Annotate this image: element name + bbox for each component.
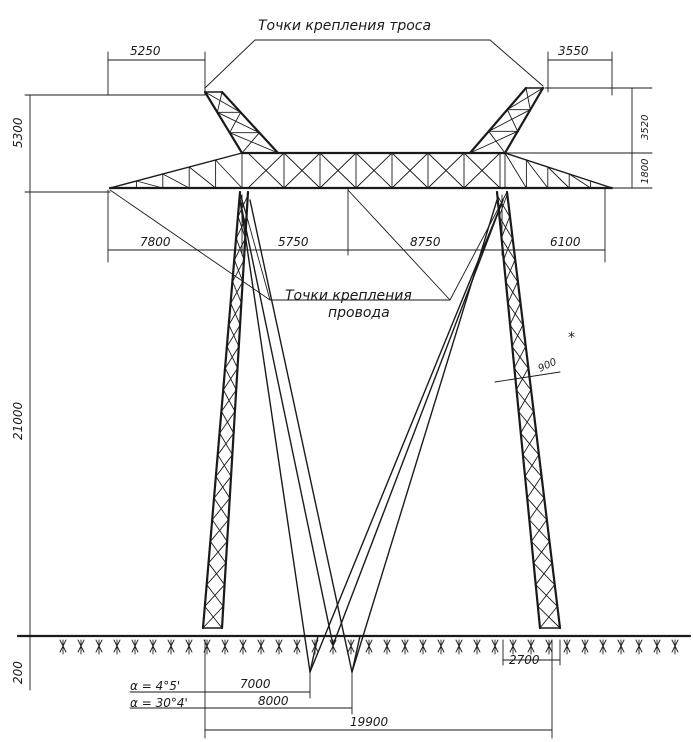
angle-alpha-1: α = 4°5' [130, 679, 180, 693]
labels: Точки крепления троса Точки крепления пр… [11, 18, 651, 729]
tower-legs [201, 190, 562, 630]
dim-base-span: 19900 [350, 715, 389, 729]
guy-wires [239, 199, 504, 673]
dim-cross-arm-height: 5300 [11, 117, 25, 148]
dim-base-width: 2700 [509, 653, 540, 667]
dim-right-lower-height: 1800 [640, 159, 651, 184]
dim-span-mid-right: 8750 [410, 235, 441, 249]
dim-leg-width: 900 [537, 357, 559, 375]
wire-points-label-line2: провода [328, 305, 390, 321]
dimension-lines [24, 51, 653, 739]
dim-right-upper-height: 3520 [640, 115, 651, 140]
dim-guy-offset-1: 7000 [240, 677, 271, 691]
dim-span-mid-left: 5750 [278, 235, 309, 249]
cable-points-label: Точки крепления троса [258, 18, 431, 34]
dim-foundation-depth: 200 [11, 661, 25, 684]
dim-top-right-offset: 3550 [558, 44, 589, 58]
dim-span-left: 7800 [140, 235, 171, 249]
leader-lines [109, 39, 544, 301]
wire-points-label-line1: Точки крепления [285, 288, 412, 304]
asterisk-mark: * [568, 330, 575, 346]
dim-top-left-offset: 5250 [130, 44, 161, 58]
ground [16, 634, 692, 655]
dim-tower-height: 21000 [11, 401, 25, 440]
dim-span-right: 6100 [550, 235, 581, 249]
angle-alpha-2: α = 30°4' [130, 696, 188, 710]
cross-arm [108, 86, 614, 190]
dim-guy-offset-2: 8000 [258, 694, 289, 708]
